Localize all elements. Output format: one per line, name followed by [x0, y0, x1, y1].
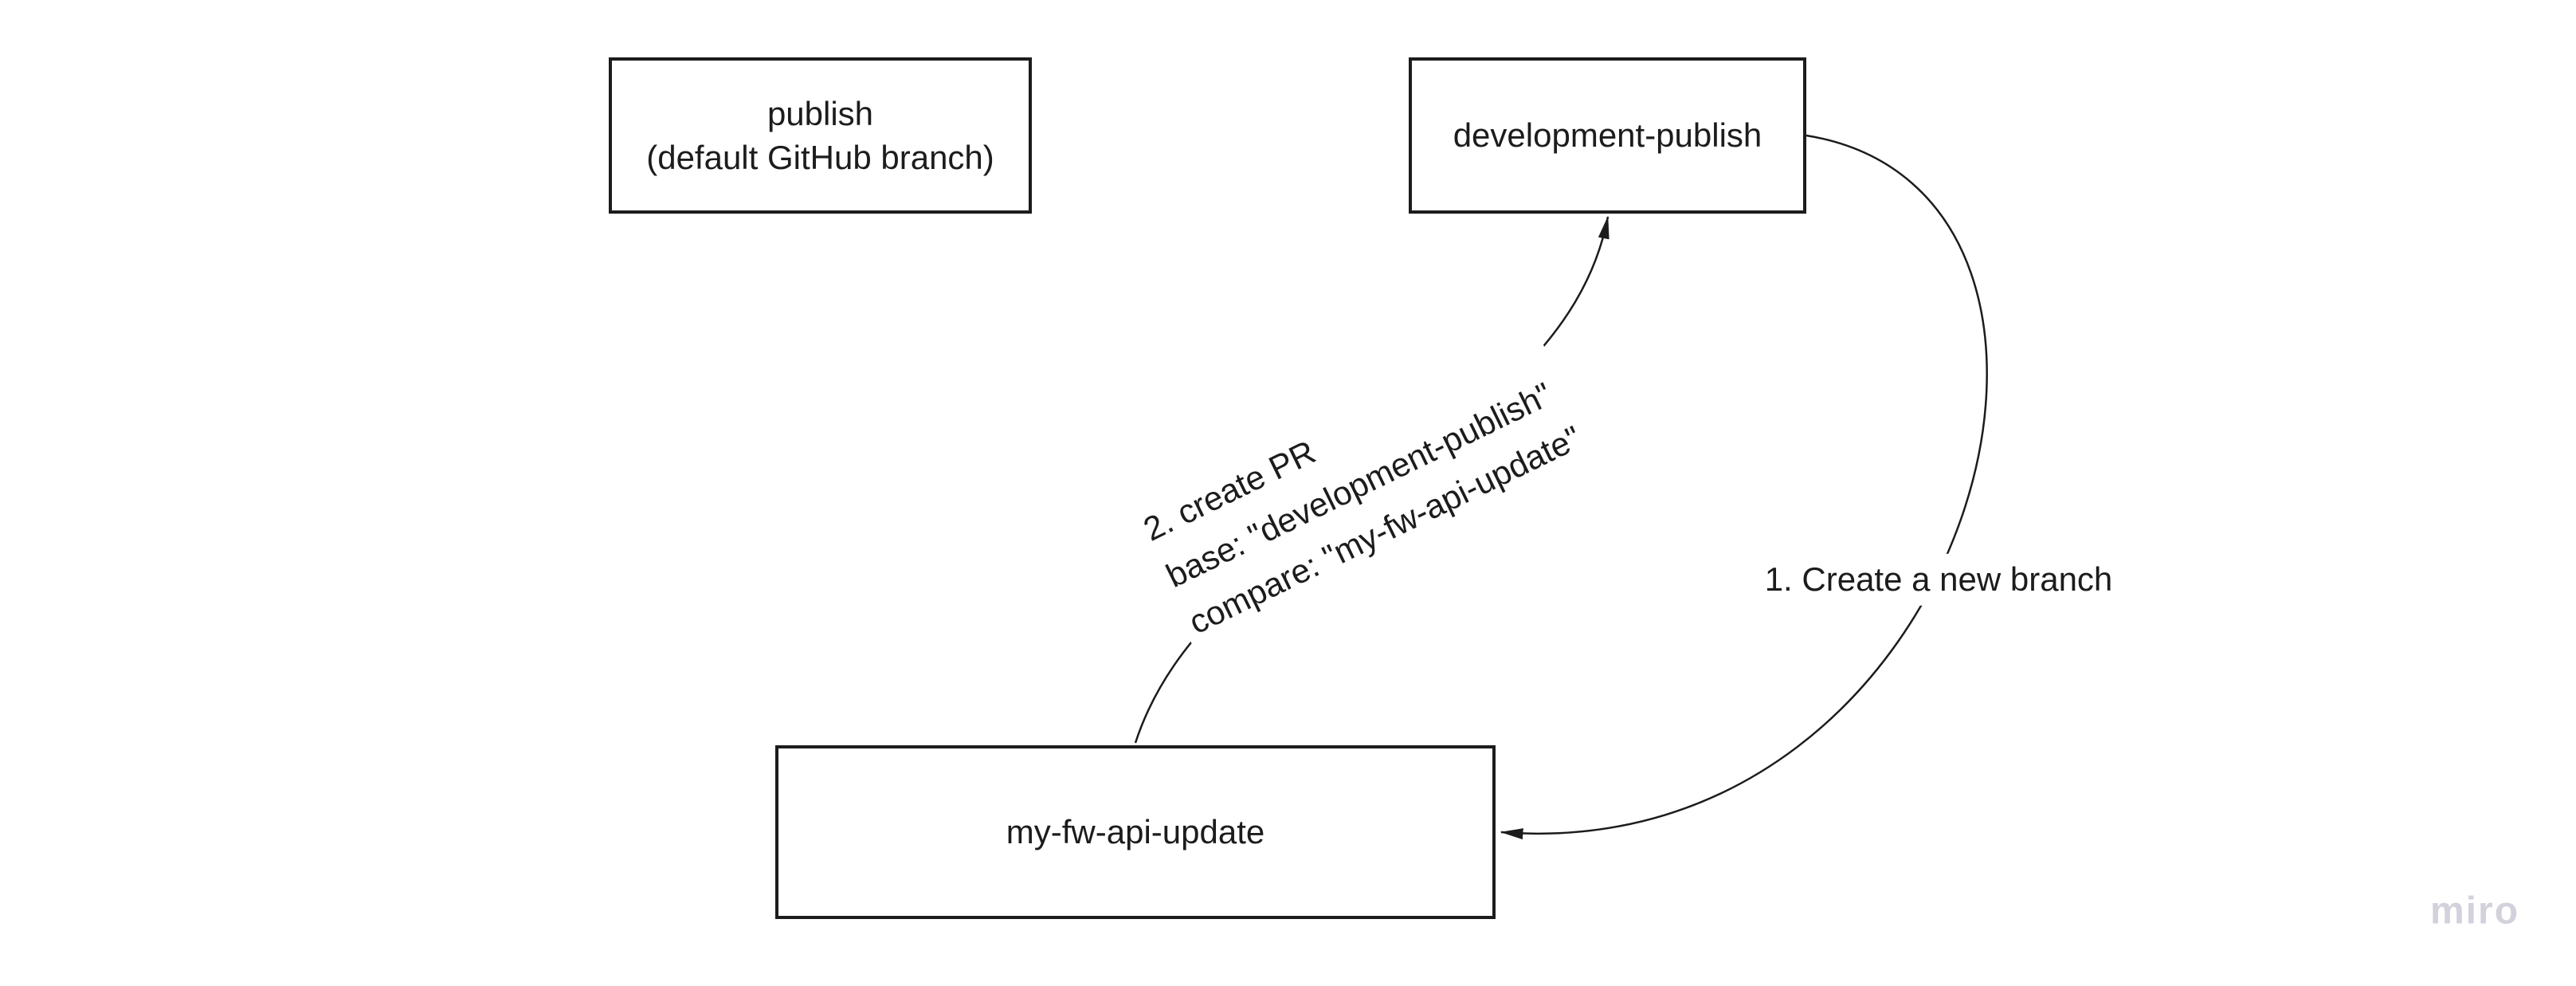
node-development-publish[interactable]: development-publish — [1409, 57, 1806, 214]
node-publish-line-1: publish — [767, 94, 874, 132]
node-development-publish-label: development-publish — [1453, 116, 1762, 155]
connector-label-create-branch[interactable]: 1. Create a new branch — [1755, 553, 2123, 606]
node-publish-line-2: (default GitHub branch) — [646, 139, 994, 176]
miro-watermark-logo: miro — [2429, 890, 2520, 933]
node-my-fw-api-update[interactable]: my-fw-api-update — [775, 745, 1496, 919]
node-my-fw-api-update-label: my-fw-api-update — [1006, 813, 1265, 851]
connector-create-branch-curve[interactable] — [1500, 134, 1988, 840]
node-publish[interactable]: publish (default GitHub branch) — [609, 57, 1032, 214]
